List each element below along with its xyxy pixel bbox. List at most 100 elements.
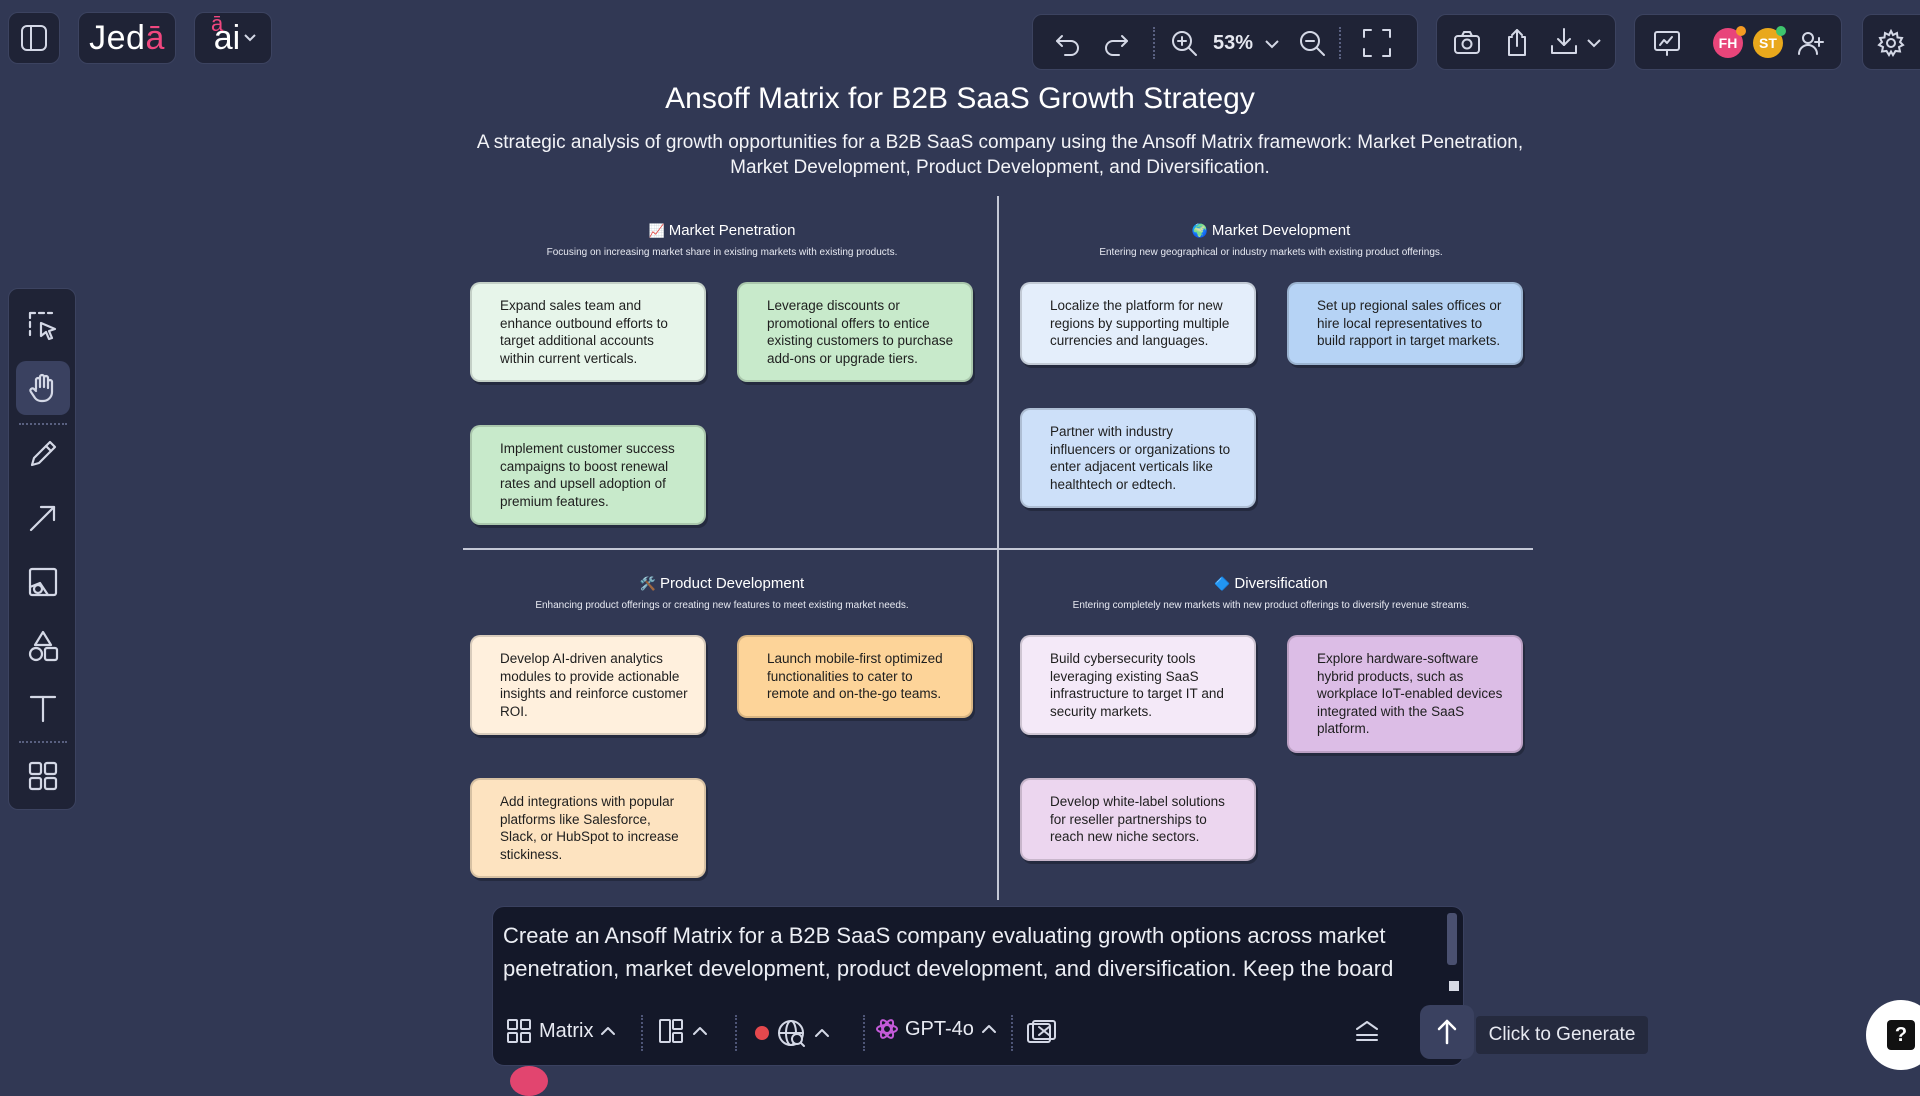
globe-emoji-icon: 🌍 — [1191, 223, 1208, 238]
select-tool[interactable] — [16, 299, 70, 353]
sticky-note[interactable]: Leverage discounts or promotional offers… — [737, 282, 973, 382]
quadrant-description: Entering new geographical or industry ma… — [1099, 247, 1443, 258]
undo-button[interactable] — [1051, 26, 1085, 60]
chevron-down-icon — [1587, 39, 1601, 48]
chevron-down-icon — [244, 34, 256, 42]
selection-cursor-icon — [28, 311, 57, 341]
help-button[interactable]: ? — [1866, 1000, 1920, 1070]
template-label: Matrix — [539, 1019, 594, 1042]
share-upload-button[interactable] — [1499, 26, 1535, 60]
image-tool[interactable] — [16, 555, 70, 609]
resize-handle[interactable] — [1449, 981, 1459, 991]
presentation-icon — [1654, 31, 1680, 56]
zoom-out-icon — [1300, 31, 1325, 56]
web-search-selector[interactable] — [755, 1017, 831, 1049]
invite-user-button[interactable] — [1793, 26, 1829, 60]
model-selector[interactable]: GPT-4o — [875, 1017, 998, 1041]
sticky-note[interactable]: Launch mobile-first optimized functional… — [737, 635, 973, 718]
board-title: Ansoff Matrix for B2B SaaS Growth Strate… — [665, 82, 1255, 115]
sticky-note[interactable]: Set up regional sales offices or hire lo… — [1287, 282, 1523, 365]
zoom-level: 53% — [1213, 32, 1254, 54]
export-toolbar — [1436, 14, 1616, 70]
text-tool[interactable] — [16, 681, 70, 735]
templates-tool[interactable] — [16, 749, 70, 803]
status-dot — [1776, 26, 1786, 36]
logo-accent: ā — [145, 18, 165, 57]
status-dot — [1736, 26, 1746, 36]
quadrant-title: 🛠️Product Development — [472, 575, 972, 592]
attach-board-button[interactable] — [1025, 1017, 1057, 1049]
grid-icon — [507, 1019, 531, 1043]
quadrant-title-text: Market Penetration — [668, 222, 796, 239]
quadrant-title-text: Diversification — [1234, 575, 1328, 592]
globe-icon — [778, 1020, 805, 1047]
quadrant-title: 📈Market Penetration — [472, 222, 972, 239]
upload-icon — [1508, 29, 1526, 56]
avatar-initials: FH — [1718, 35, 1738, 51]
add-user-icon — [1798, 32, 1824, 55]
arrow-icon — [29, 505, 56, 532]
help-icon: ? — [1887, 1020, 1915, 1050]
quadrant-product-development: 🛠️Product Development Enhancing product … — [472, 575, 972, 611]
tools-emoji-icon: 🛠️ — [639, 576, 656, 591]
user-avatar-fh[interactable]: FH — [1713, 26, 1746, 58]
undo-icon — [1056, 35, 1079, 56]
download-icon — [1551, 28, 1577, 54]
screenshot-button[interactable] — [1449, 26, 1485, 60]
text-icon — [29, 695, 57, 723]
sidebar-toggle-button[interactable] — [8, 12, 60, 64]
tool-palette — [8, 288, 76, 810]
settings-button[interactable] — [1862, 14, 1920, 70]
attach-board-icon — [1027, 1020, 1056, 1043]
avatar-initials: ST — [1759, 35, 1777, 51]
template-selector[interactable]: Matrix — [505, 1017, 617, 1045]
quadrant-description: Entering completely new markets with new… — [1072, 600, 1470, 611]
chart-emoji-icon: 📈 — [648, 223, 665, 238]
sticky-note[interactable]: Expand sales team and enhance outbound e… — [470, 282, 706, 382]
arrow-tool[interactable] — [16, 491, 70, 545]
presentation-button[interactable] — [1649, 26, 1685, 60]
collapse-prompt-button[interactable] — [1353, 1017, 1381, 1045]
layout-icon — [659, 1019, 683, 1043]
sticky-note[interactable]: Localize the platform for new regions by… — [1020, 282, 1256, 365]
zoom-in-button[interactable] — [1167, 26, 1201, 60]
generate-button[interactable] — [1420, 1005, 1474, 1059]
history-zoom-toolbar: 53% — [1032, 14, 1418, 70]
sticky-note[interactable]: Develop AI-driven analytics modules to p… — [470, 635, 706, 735]
quadrant-title: 🌍Market Development — [1021, 222, 1521, 239]
prompt-textarea[interactable]: Create an Ansoff Matrix for a B2B SaaS c… — [503, 923, 1394, 981]
diamond-emoji-icon: 🔷 — [1214, 576, 1231, 591]
cursor-indicator — [510, 1066, 548, 1096]
pen-tool[interactable] — [16, 427, 70, 481]
model-label: GPT-4o — [905, 1017, 974, 1040]
sticky-note[interactable]: Add integrations with popular platforms … — [470, 778, 706, 878]
matrix-horizontal-divider — [463, 548, 1533, 550]
layout-selector[interactable] — [657, 1017, 709, 1045]
redo-button[interactable] — [1099, 26, 1133, 60]
fullscreen-icon — [1363, 29, 1391, 57]
download-dropdown[interactable] — [1549, 26, 1609, 60]
ai-menu-button[interactable]: ā ai — [194, 11, 272, 64]
sticky-note[interactable]: Implement customer success campaigns to … — [470, 425, 706, 525]
ai-accent: ā — [211, 11, 224, 36]
sticky-note[interactable]: Build cybersecurity tools leveraging exi… — [1020, 635, 1256, 735]
zoom-out-button[interactable] — [1295, 26, 1329, 60]
hand-tool[interactable] — [16, 361, 70, 415]
fit-screen-button[interactable] — [1359, 26, 1395, 60]
collapse-icon — [1356, 1021, 1378, 1041]
shapes-tool[interactable] — [16, 619, 70, 673]
generate-tooltip: Click to Generate — [1476, 1016, 1648, 1054]
user-avatar-st[interactable]: ST — [1753, 26, 1786, 58]
record-indicator-icon — [755, 1026, 769, 1040]
sticky-note[interactable]: Explore hardware-software hybrid product… — [1287, 635, 1523, 753]
ai-prompt-panel: Create an Ansoff Matrix for a B2B SaaS c… — [492, 906, 1474, 1066]
quadrant-diversification: 🔷Diversification Entering completely new… — [1021, 575, 1521, 611]
quadrant-title-text: Product Development — [659, 575, 805, 592]
image-icon — [28, 567, 58, 597]
prompt-scrollbar[interactable] — [1447, 913, 1457, 965]
chevron-up-icon — [601, 1027, 616, 1035]
sticky-note[interactable]: Develop white-label solutions for resell… — [1020, 778, 1256, 861]
sticky-note[interactable]: Partner with industry influencers or org… — [1020, 408, 1256, 508]
zoom-level-dropdown[interactable]: 53% — [1213, 15, 1287, 71]
